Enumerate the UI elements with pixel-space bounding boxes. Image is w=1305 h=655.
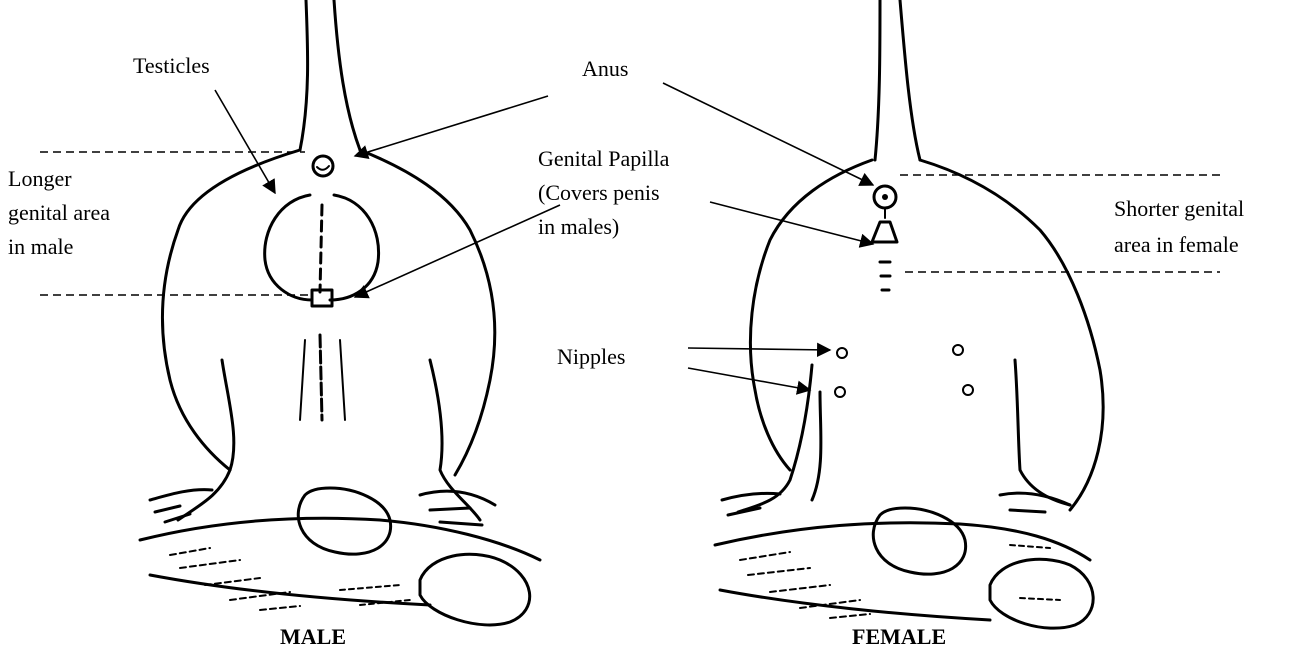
nipples-arrow-upper	[688, 348, 830, 350]
label-shorter-line1: Shorter genital	[1114, 194, 1244, 224]
nipples-arrow-lower	[688, 368, 810, 390]
caption-female: FEMALE	[852, 624, 946, 650]
label-anus: Anus	[582, 54, 628, 84]
label-longer-line3: in male	[8, 232, 73, 262]
label-papilla-line1: Genital Papilla	[538, 144, 669, 174]
testicles-arrow	[215, 90, 275, 193]
label-shorter-line2: area in female	[1114, 230, 1239, 260]
label-testicles: Testicles	[133, 51, 210, 81]
label-papilla-line3: in males)	[538, 212, 619, 242]
male-animal-drawing	[140, 0, 540, 625]
male-papilla-arrow	[355, 205, 560, 297]
label-nipples: Nipples	[557, 342, 625, 372]
label-papilla-line2: (Covers penis	[538, 178, 660, 208]
caption-male: MALE	[280, 624, 346, 650]
male-anus-arrow	[355, 96, 548, 156]
female-anus-arrow	[663, 83, 873, 185]
female-animal-drawing	[715, 0, 1103, 628]
label-longer-line2: genital area	[8, 198, 110, 228]
label-longer-line1: Longer	[8, 164, 72, 194]
